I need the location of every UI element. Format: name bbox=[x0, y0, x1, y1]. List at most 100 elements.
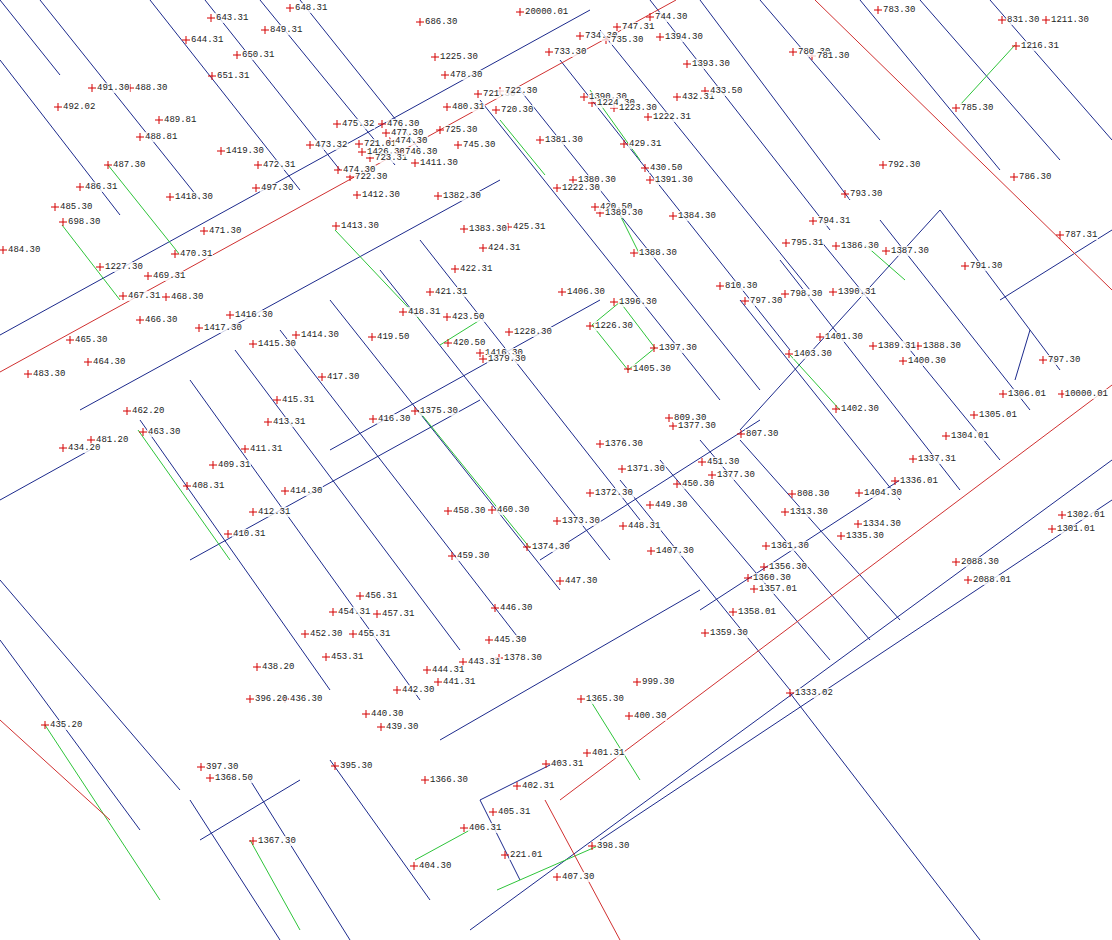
survey-point-marker bbox=[619, 522, 627, 530]
survey-point-marker bbox=[416, 18, 424, 26]
point-number: 1227.30 bbox=[104, 262, 144, 272]
point-number: 480.31 bbox=[451, 102, 485, 112]
survey-point-marker bbox=[355, 140, 363, 148]
survey-point-marker bbox=[59, 218, 67, 226]
point-number: 450.30 bbox=[681, 479, 715, 489]
point-number: 1387.30 bbox=[890, 246, 930, 256]
point-number: 396.20 bbox=[254, 694, 288, 704]
point-number: 419.50 bbox=[376, 332, 410, 342]
point-number: 435.20 bbox=[49, 720, 83, 730]
point-number: 1405.30 bbox=[632, 364, 672, 374]
point-number: 1390.31 bbox=[837, 287, 877, 297]
point-number: 786.30 bbox=[1018, 172, 1052, 182]
survey-point-marker bbox=[501, 851, 509, 859]
point-number: 459.30 bbox=[456, 551, 490, 561]
point-number: 1400.30 bbox=[907, 356, 947, 366]
point-number: 413.31 bbox=[272, 417, 306, 427]
survey-point-marker bbox=[781, 508, 789, 516]
point-number: 785.30 bbox=[960, 103, 994, 113]
survey-point-marker bbox=[841, 190, 849, 198]
survey-point-marker bbox=[162, 293, 170, 301]
point-number: 407.30 bbox=[561, 872, 595, 882]
point-number: 1228.30 bbox=[513, 327, 553, 337]
survey-point-marker bbox=[123, 407, 131, 415]
survey-point-marker bbox=[166, 193, 174, 201]
point-number: 462.20 bbox=[131, 406, 165, 416]
point-number: 423.50 bbox=[451, 312, 485, 322]
point-number: 1373.30 bbox=[561, 516, 601, 526]
survey-point-marker bbox=[650, 344, 658, 352]
point-number: 1313.30 bbox=[789, 507, 829, 517]
point-number: 400.30 bbox=[633, 711, 667, 721]
point-number: 1381.30 bbox=[544, 135, 584, 145]
point-number: 1366.30 bbox=[429, 775, 469, 785]
point-number: 648.31 bbox=[294, 3, 328, 13]
survey-point-marker bbox=[874, 6, 882, 14]
point-number: 1356.30 bbox=[768, 562, 808, 572]
point-number: 792.30 bbox=[887, 160, 921, 170]
survey-point-marker bbox=[155, 116, 163, 124]
survey-point-marker bbox=[253, 663, 261, 671]
point-number: 720.30 bbox=[500, 105, 534, 115]
survey-point-marker bbox=[226, 311, 234, 319]
point-number: 409.31 bbox=[217, 460, 251, 470]
survey-point-marker bbox=[451, 265, 459, 273]
survey-point-marker bbox=[1010, 173, 1018, 181]
survey-point-marker bbox=[411, 407, 419, 415]
survey-point-marker bbox=[832, 405, 840, 413]
point-number: 1357.01 bbox=[758, 584, 798, 594]
survey-point-marker bbox=[577, 695, 585, 703]
survey-point-marker bbox=[200, 227, 208, 235]
point-number: 1306.01 bbox=[1007, 389, 1047, 399]
survey-point-marker bbox=[553, 184, 561, 192]
survey-point-marker bbox=[331, 762, 339, 770]
point-number: 798.30 bbox=[789, 289, 823, 299]
point-number: 1414.30 bbox=[300, 330, 340, 340]
point-number: 1388.30 bbox=[922, 341, 962, 351]
point-number: 425.31 bbox=[512, 222, 546, 232]
point-number: 1402.30 bbox=[840, 404, 880, 414]
point-number: 1401.30 bbox=[824, 332, 864, 342]
survey-point-marker bbox=[583, 749, 591, 757]
survey-point-marker bbox=[24, 370, 32, 378]
point-number: 1389.30 bbox=[604, 208, 644, 218]
point-number: 1378.30 bbox=[503, 653, 543, 663]
point-number: 1386.30 bbox=[840, 241, 880, 251]
survey-point-marker bbox=[254, 161, 262, 169]
survey-point-marker bbox=[491, 604, 499, 612]
point-number: 1377.30 bbox=[677, 421, 717, 431]
survey-point-marker bbox=[264, 418, 272, 426]
survey-point-marker bbox=[488, 506, 496, 514]
point-number: 1388.30 bbox=[638, 248, 678, 258]
point-number: 474.30 bbox=[394, 136, 428, 146]
survey-point-marker bbox=[788, 490, 796, 498]
survey-point-marker bbox=[646, 501, 654, 509]
point-number: 454.31 bbox=[337, 607, 371, 617]
survey-point-marker bbox=[96, 263, 104, 271]
survey-point-marker bbox=[586, 322, 594, 330]
survey-point-marker bbox=[479, 244, 487, 252]
survey-point-marker bbox=[760, 563, 768, 571]
point-number: 746.30 bbox=[404, 147, 438, 157]
point-number: 1396.30 bbox=[618, 297, 658, 307]
survey-point-marker bbox=[119, 292, 127, 300]
survey-point-marker bbox=[136, 133, 144, 141]
point-number: 404.30 bbox=[418, 861, 452, 871]
survey-point-marker bbox=[66, 336, 74, 344]
survey-point-marker bbox=[909, 455, 917, 463]
point-number: 1407.30 bbox=[655, 546, 695, 556]
point-number: 442.30 bbox=[401, 685, 435, 695]
point-number: 1368.50 bbox=[214, 773, 254, 783]
point-number: 1302.01 bbox=[1066, 510, 1106, 520]
survey-point-marker bbox=[837, 532, 845, 540]
point-number: 416.30 bbox=[377, 414, 411, 424]
point-number: 745.30 bbox=[462, 140, 496, 150]
survey-point-marker bbox=[1056, 231, 1064, 239]
survey-point-marker bbox=[952, 558, 960, 566]
point-number: 452.30 bbox=[309, 629, 343, 639]
survey-point-marker bbox=[322, 653, 330, 661]
point-number: 1393.30 bbox=[691, 59, 731, 69]
survey-point-marker bbox=[318, 373, 326, 381]
survey-point-marker bbox=[434, 192, 442, 200]
